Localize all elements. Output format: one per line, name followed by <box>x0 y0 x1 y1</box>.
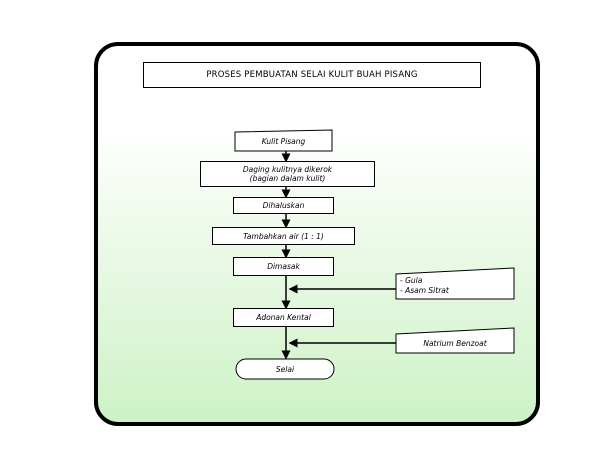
step-cook: Dimasak <box>233 257 334 276</box>
input-node: Kulit Pisang <box>235 131 332 151</box>
input-shape <box>234 129 333 152</box>
diagram-title-text: PROSES PEMBUATAN SELAI KULIT BUAH PISANG <box>206 70 418 80</box>
output-label: Selai <box>275 364 295 374</box>
step-add-water: Tambahkan air (1 : 1) <box>212 227 355 245</box>
preservative-shape <box>395 327 515 354</box>
step-scrape-line1: Daging kulitnya dikerok <box>242 165 333 174</box>
preservative-label: Natrium Benzoat <box>423 339 487 348</box>
step-blend-label: Dihaluskan <box>262 201 305 210</box>
ingredient-sugar: - Gula <box>400 276 423 285</box>
input-label: Kulit Pisang <box>261 136 306 146</box>
ingredients-shape <box>395 267 515 300</box>
step-dough-label: Adonan Kental <box>256 313 311 322</box>
diagram-title: PROSES PEMBUATAN SELAI KULIT BUAH PISANG <box>143 62 481 88</box>
output-node: Selai <box>236 359 334 379</box>
preservative-node: Natrium Benzoat <box>396 334 514 353</box>
step-scrape-line2: (bagian dalam kulit) <box>249 174 326 183</box>
step-blend: Dihaluskan <box>233 197 334 214</box>
ingredient-citric-acid: - Asam Sitrat <box>400 286 449 295</box>
step-cook-label: Dimasak <box>267 262 300 271</box>
step-add-water-label: Tambahkan air (1 : 1) <box>243 231 324 241</box>
step-dough: Adonan Kental <box>233 308 334 327</box>
output-terminator <box>235 358 335 380</box>
ingredients-node: - Gula - Asam Sitrat <box>400 276 512 298</box>
step-scrape: Daging kulitnya dikerok (bagian dalam ku… <box>200 161 375 187</box>
